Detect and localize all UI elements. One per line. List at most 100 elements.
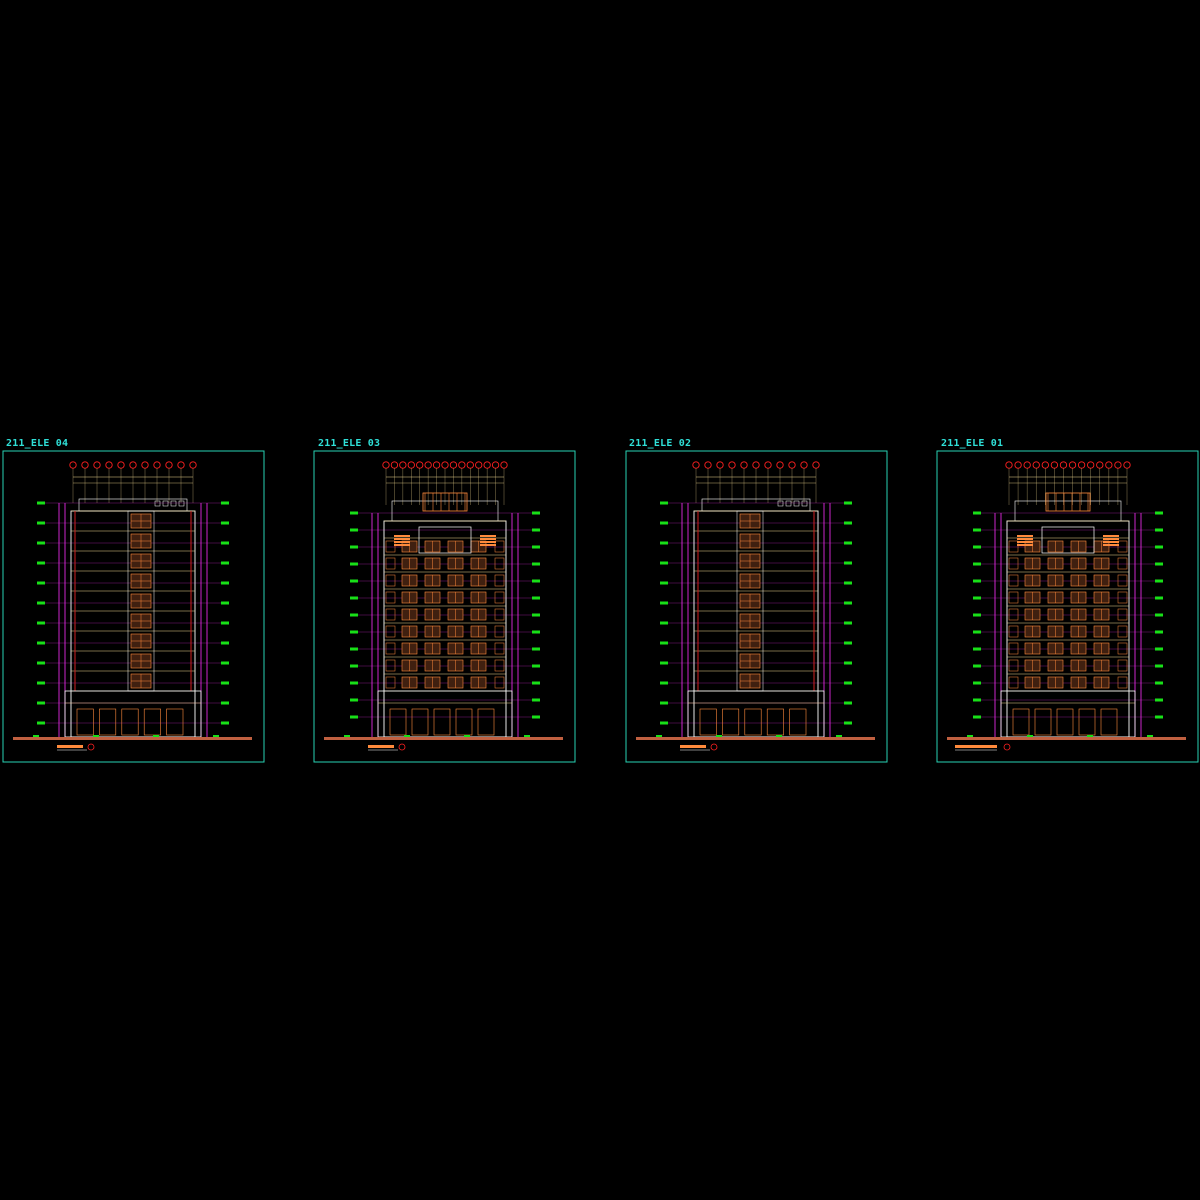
axis-bubble	[788, 461, 796, 469]
level-marker-left	[973, 613, 981, 617]
level-marker-left	[350, 545, 358, 549]
sheet-ele04	[2, 450, 265, 763]
side-window	[494, 625, 505, 638]
side-window	[1117, 608, 1128, 621]
level-marker-left	[37, 501, 45, 505]
view-symbol	[1003, 743, 1011, 751]
view-label-bar	[680, 745, 706, 748]
sheet-frame	[625, 450, 888, 763]
shrub	[1087, 735, 1093, 737]
roof-window	[793, 500, 800, 507]
level-marker-right	[844, 501, 852, 505]
level-marker-right	[532, 647, 540, 651]
side-window	[494, 676, 505, 689]
axis-bubble	[1059, 461, 1068, 469]
shopfront-bay	[722, 708, 740, 736]
level-marker-left	[350, 596, 358, 600]
side-window	[1008, 557, 1019, 570]
level-marker-left	[350, 613, 358, 617]
axis-bubble	[704, 461, 712, 469]
level-marker-right	[532, 664, 540, 668]
feature-frame	[1041, 526, 1095, 554]
side-window	[1117, 557, 1128, 570]
feature-frame	[418, 526, 472, 554]
level-marker-left	[37, 721, 45, 725]
shrub	[1147, 735, 1153, 737]
level-marker-right	[221, 661, 229, 665]
shopfront-bay	[477, 708, 495, 736]
level-marker-right	[1155, 579, 1163, 583]
level-marker-left	[973, 630, 981, 634]
level-marker-right	[532, 511, 540, 515]
side-window	[1008, 676, 1019, 689]
shrub	[93, 735, 99, 737]
axis-bubble	[390, 461, 399, 469]
level-marker-left	[973, 647, 981, 651]
level-marker-right	[221, 501, 229, 505]
shopfront-bay	[99, 708, 117, 736]
axis-bubble	[1050, 461, 1059, 469]
crown-feature	[422, 492, 468, 512]
side-window	[1117, 625, 1128, 638]
level-marker-right	[1155, 698, 1163, 702]
shrub	[153, 735, 159, 737]
level-marker-right	[221, 641, 229, 645]
sheet-ele01	[936, 450, 1199, 763]
level-marker-right	[1155, 630, 1163, 634]
level-marker-right	[532, 630, 540, 634]
side-window	[1008, 540, 1019, 553]
side-window	[385, 557, 396, 570]
axis-bubble	[500, 461, 508, 469]
level-marker-left	[37, 541, 45, 545]
view-symbol	[710, 743, 718, 751]
axis-bubble	[1096, 461, 1104, 469]
shopfront-bay	[389, 708, 407, 736]
side-window	[385, 591, 396, 604]
axis-bubble	[153, 461, 161, 469]
sheet-frame	[2, 450, 265, 763]
level-marker-left	[660, 721, 668, 725]
axis-bubble	[177, 461, 185, 469]
balcony-stripe	[480, 535, 496, 537]
side-window	[385, 608, 396, 621]
shopfront-bay	[411, 708, 429, 736]
level-marker-right	[532, 545, 540, 549]
shrub	[344, 735, 350, 737]
axis-bubble	[764, 461, 772, 469]
shrub	[656, 735, 662, 737]
side-window	[1117, 642, 1128, 655]
side-window	[1008, 625, 1019, 638]
level-marker-left	[350, 528, 358, 532]
shopfront-bay	[433, 708, 451, 736]
side-window	[385, 676, 396, 689]
level-marker-right	[532, 715, 540, 719]
axis-bubble	[475, 461, 483, 469]
shopfront-bay	[1056, 708, 1074, 736]
sheet-title-ele02: 211_ELE 02	[629, 438, 692, 449]
side-window	[494, 642, 505, 655]
side-window	[1117, 574, 1128, 587]
balcony-stripe	[1017, 538, 1033, 540]
level-marker-left	[660, 581, 668, 585]
shrub	[464, 735, 470, 737]
shopfront-bay	[121, 708, 139, 736]
axis-bubble	[1005, 461, 1013, 469]
level-marker-right	[1155, 596, 1163, 600]
level-marker-right	[221, 601, 229, 605]
shopfront-bay	[1034, 708, 1052, 736]
axis-bubble	[117, 461, 125, 469]
balcony-stripe	[1103, 541, 1119, 543]
balcony-stripe	[1103, 538, 1119, 540]
axis-bubble	[740, 461, 748, 469]
axis-bubble	[776, 461, 784, 469]
level-marker-left	[350, 630, 358, 634]
crown-feature	[1045, 492, 1091, 512]
level-marker-left	[660, 561, 668, 565]
axis-bubble	[93, 461, 101, 469]
axis-bubble	[432, 461, 441, 469]
level-marker-right	[1155, 664, 1163, 668]
level-marker-left	[660, 621, 668, 625]
level-marker-left	[37, 581, 45, 585]
sheet-title-ele03: 211_ELE 03	[318, 438, 381, 449]
level-marker-right	[844, 701, 852, 705]
